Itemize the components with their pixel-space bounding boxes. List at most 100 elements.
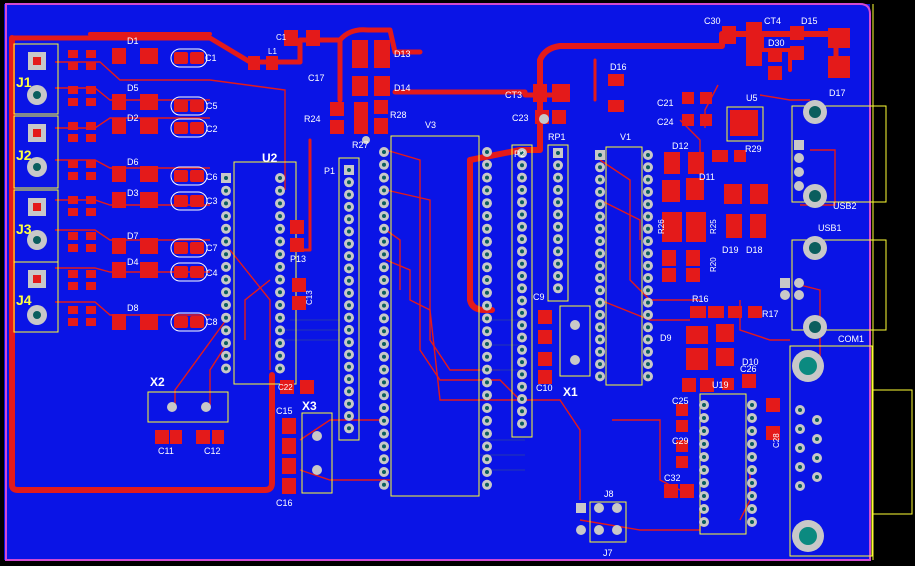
pin-hole <box>278 290 282 295</box>
pin-hole <box>520 323 524 328</box>
pin-hole <box>520 347 524 352</box>
pin-hole <box>598 189 602 194</box>
label-d14: D14 <box>394 83 411 93</box>
terminal-pads <box>27 52 47 325</box>
pin-hole <box>750 468 754 472</box>
u2-pins <box>221 173 285 374</box>
smd-resistor-array <box>68 50 96 326</box>
j2-pads <box>27 124 47 177</box>
pin-hole <box>382 226 386 231</box>
pin-hole <box>485 252 489 257</box>
pin-hole <box>224 214 228 219</box>
pin-hole <box>702 416 706 420</box>
label-c5: C5 <box>206 101 218 111</box>
pin-hole <box>278 214 282 219</box>
label-com1: COM1 <box>838 334 864 344</box>
pin-hole <box>702 494 706 498</box>
label-c30: C30 <box>704 16 721 26</box>
label-r16: R16 <box>692 294 709 304</box>
pin-hole <box>485 265 489 270</box>
pin-hole <box>646 251 650 256</box>
pin-hole <box>598 153 602 157</box>
label-c32: C32 <box>664 473 681 483</box>
label-x2: X2 <box>150 375 165 389</box>
pin-hole <box>520 274 524 278</box>
pin-hole <box>646 153 650 157</box>
pin-hole <box>224 277 228 282</box>
pin-hole <box>347 401 351 406</box>
pin-hole <box>224 188 228 193</box>
label-r20: R20 <box>709 257 718 272</box>
label-ci1: C1 <box>276 33 287 42</box>
pin-hole <box>347 278 351 283</box>
label-j7: J7 <box>603 548 613 558</box>
label-c26: C26 <box>740 364 757 374</box>
pin-hole <box>750 416 754 420</box>
pin-hole <box>702 468 706 472</box>
pin-hole <box>278 252 282 257</box>
label-c25: C25 <box>672 396 689 406</box>
pin-hole <box>347 377 351 382</box>
label-u2: U2 <box>262 151 278 165</box>
pin-hole <box>224 264 228 269</box>
pin-hole <box>382 431 386 436</box>
label-j4: J4 <box>16 292 32 308</box>
label-r29: R29 <box>745 144 762 154</box>
pin-hole <box>520 421 524 426</box>
pin-hole <box>382 201 386 206</box>
pin-hole <box>278 303 282 307</box>
connector-big-pads <box>780 100 827 552</box>
pin-hole <box>485 367 489 372</box>
pin-hole <box>485 150 489 154</box>
pin-hole <box>520 224 524 229</box>
pin-hole <box>646 226 650 231</box>
pin-hole <box>556 286 560 291</box>
pin-hole <box>224 353 228 358</box>
j1-pads <box>27 52 47 105</box>
pin-hole <box>347 266 351 271</box>
label-usb2: USB2 <box>833 201 857 211</box>
pin-hole <box>598 300 602 305</box>
label-l1: L1 <box>268 47 277 56</box>
pin-hole <box>347 303 351 308</box>
label-r28: R28 <box>390 110 407 120</box>
label-d30: D30 <box>768 38 785 48</box>
pin-hole <box>485 380 489 385</box>
pin-hole <box>485 214 489 218</box>
pin-hole <box>702 403 706 407</box>
pin-hole <box>520 384 524 389</box>
pin-hole <box>798 408 802 412</box>
pin-hole <box>382 482 386 487</box>
pin-hole <box>646 288 650 293</box>
pin-hole <box>224 239 228 244</box>
pin-hole <box>646 337 650 342</box>
pin-hole <box>382 290 386 295</box>
label-d1: D1 <box>127 36 139 46</box>
pin-hole <box>485 482 489 487</box>
pin-hole <box>556 224 560 229</box>
labels: J1 J2 J3 J4 X2 X3 X1 U2 U5 V1 V3 U19 P1 … <box>16 16 864 558</box>
pin-hole <box>485 239 489 244</box>
label-r26: R26 <box>657 219 666 234</box>
pin-hole <box>520 360 524 365</box>
label-d15: D15 <box>801 16 818 26</box>
pin-hole <box>646 374 650 379</box>
label-ct4: CT4 <box>764 16 781 26</box>
pin-hole <box>485 329 489 334</box>
pin-hole <box>382 406 386 410</box>
pin-hole <box>224 252 228 257</box>
pin-hole <box>278 176 282 180</box>
pin-hole <box>278 226 282 231</box>
pin-hole <box>382 354 386 359</box>
pin-hole <box>382 342 386 346</box>
pin-hole <box>556 151 560 155</box>
pin-hole <box>702 442 706 446</box>
label-c17: C17 <box>308 73 325 83</box>
label-d19: D19 <box>722 245 739 255</box>
pin-hole <box>815 418 819 422</box>
pin-hole <box>347 254 351 259</box>
pin-hole <box>224 226 228 231</box>
diode-column <box>112 48 158 330</box>
label-r17: R17 <box>762 309 779 319</box>
